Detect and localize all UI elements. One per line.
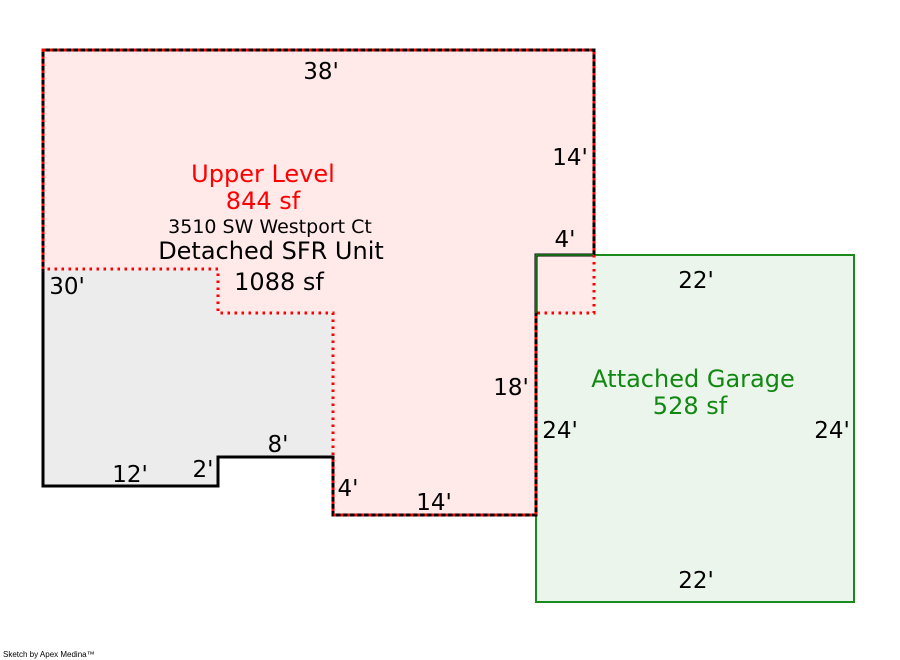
address-label: 3510 SW Westport Ct (168, 216, 372, 238)
dim-step: 4' (555, 227, 576, 253)
footer-credit: Sketch by Apex Medina™ (3, 650, 95, 659)
dim-left: 30' (49, 274, 85, 300)
garage-area-label: 528 sf (653, 392, 728, 420)
dim-notch-small: 2' (193, 457, 214, 483)
dim-garage-top: 22' (678, 268, 714, 294)
dim-right-mid: 18' (493, 375, 529, 401)
dim-bottom-mid: 14' (416, 490, 452, 516)
dim-garage-bottom: 22' (678, 568, 714, 594)
upper-level-label: Upper Level (191, 160, 335, 188)
upper-level-area-label: 844 sf (226, 187, 301, 215)
garage-label: Attached Garage (591, 365, 794, 393)
dim-notch-side: 4' (338, 476, 359, 502)
dim-garage-left: 24' (542, 418, 578, 444)
unit-name-label: Detached SFR Unit (158, 237, 384, 265)
dim-bottom-left: 12' (112, 462, 148, 488)
garage-shared-wall (535, 254, 594, 313)
dim-garage-right: 24' (814, 418, 850, 444)
upper-level-outline (41, 48, 596, 517)
dim-right-upper: 14' (552, 145, 588, 171)
upper-level-area (43, 50, 594, 515)
dim-top: 38' (303, 59, 339, 85)
dim-notch-top: 8' (268, 432, 289, 458)
unit-area-label: 1088 sf (234, 268, 324, 296)
